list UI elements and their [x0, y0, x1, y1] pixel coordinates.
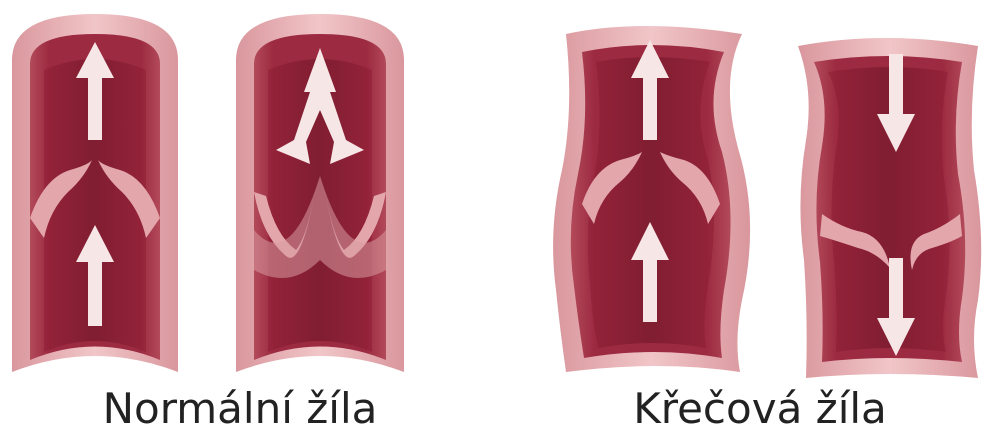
normal-vein-open-panel	[12, 14, 178, 372]
normal-vein-label: Normální žíla	[20, 384, 460, 434]
varicose-vein-reflux-panel	[798, 38, 981, 378]
varicose-vein-label: Křečová žíla	[540, 384, 980, 434]
normal-vein-closed-panel	[236, 14, 404, 372]
varicose-vein-open-panel	[553, 26, 750, 372]
